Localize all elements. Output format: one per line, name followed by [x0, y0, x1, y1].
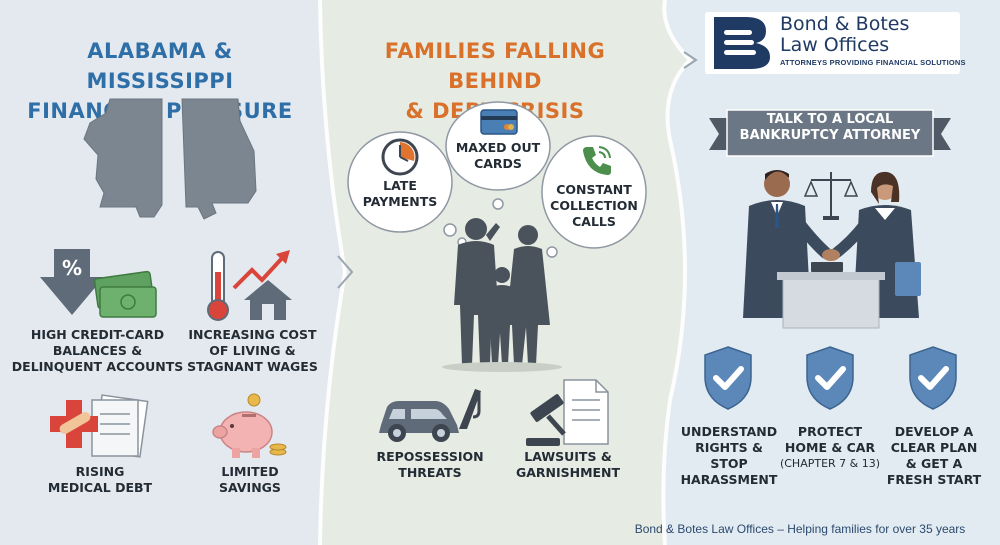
- desk: [777, 262, 885, 329]
- banner-line2: BANKRUPTCY ATTORNEY: [739, 128, 921, 143]
- banner-line1: TALK TO A LOCAL: [766, 112, 894, 127]
- shield-check-icon-3: [909, 346, 957, 410]
- handshake-illustration: [743, 170, 921, 329]
- tow-truck-icon: [379, 389, 481, 442]
- left-item-cost-of-living: INCREASING COST OF LIVING & STAGNANT WAG…: [187, 327, 318, 374]
- bubble-maxed-out-cards: MAXED OUT CARDS: [455, 140, 541, 171]
- gavel-icon: [526, 379, 609, 446]
- credit-card-icon: [480, 109, 518, 135]
- shield-check-icon-1: [704, 346, 752, 410]
- shield-label-plan: DEVELOP A CLEAR PLAN & GET A FRESH START: [886, 424, 982, 487]
- bubble-late-payments: LATE PAYMENTS: [362, 178, 438, 209]
- left-item-medical-debt: RISING MEDICAL DEBT: [47, 464, 153, 495]
- clock-icon: [381, 138, 419, 176]
- thermometer-house-icon: [207, 250, 292, 321]
- logo-line2: Law Offices: [780, 34, 890, 56]
- bubble-collection-calls: CONSTANT COLLECTION CALLS: [550, 182, 638, 229]
- states-map-icon: [83, 98, 257, 220]
- left-item-limited-savings: LIMITED SAVINGS: [219, 464, 281, 495]
- left-item-credit-card: HIGH CREDIT-CARD BALANCES & DELINQUENT A…: [11, 327, 184, 374]
- medical-bills-icon: [50, 394, 149, 458]
- left-title-line1: ALABAMA & MISSISSIPPI: [86, 39, 234, 93]
- phone-icon: [583, 146, 611, 175]
- scales-icon: [803, 172, 859, 220]
- thought-bubbles: [347, 101, 647, 258]
- middle-title-line1: FAMILIES FALLING BEHIND: [384, 39, 606, 93]
- logo-mark-icon: [714, 17, 770, 69]
- piggy-bank-icon: [212, 393, 287, 458]
- middle-item-lawsuits: LAWSUITS & GARNISHMENT: [515, 449, 621, 480]
- left-title: ALABAMA & MISSISSIPPI FINANCIAL PRESSURE: [10, 36, 310, 126]
- alabama-shape: [181, 98, 257, 220]
- shield-label-protect: PROTECT HOME & CAR (CHAPTER 7 & 13): [772, 424, 888, 472]
- mississippi-shape: [83, 98, 163, 218]
- shield-label-protect-sub: (CHAPTER 7 & 13): [779, 457, 881, 470]
- banner-text: TALK TO A LOCAL BANKRUPTCY ATTORNEY: [727, 112, 933, 144]
- logo-text: Bond & Botes Law Offices: [780, 14, 960, 56]
- attorney-banner: [709, 109, 951, 157]
- logo-tagline: ATTORNEYS PROVIDING FINANCIAL SOLUTIONS: [780, 58, 966, 67]
- percent-arrow-cash-icon: %: [40, 249, 157, 318]
- shield-check-icon-2: [806, 346, 854, 410]
- footer-text: Bond & Botes Law Offices – Helping famil…: [634, 522, 966, 536]
- shield-label-rights: UNDERSTAND RIGHTS & STOP HARASSMENT: [680, 424, 778, 487]
- logo-line1: Bond & Botes: [780, 13, 910, 35]
- middle-item-repossession: REPOSSESSION THREATS: [376, 449, 484, 480]
- family-silhouette-icon: [442, 218, 562, 372]
- arrow-middle-to-right: [683, 51, 698, 69]
- svg-text:%: %: [62, 256, 82, 280]
- arrow-left-to-middle: [337, 255, 354, 289]
